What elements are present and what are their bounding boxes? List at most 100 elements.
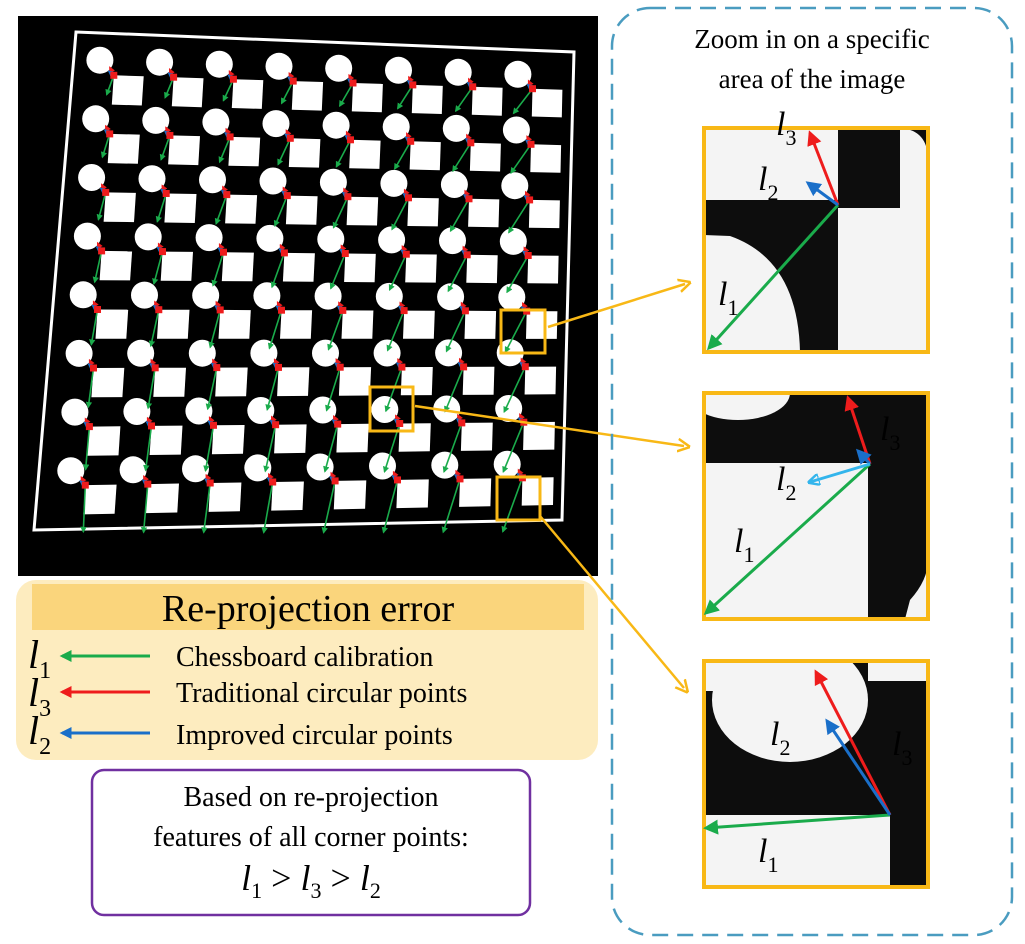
board-square bbox=[274, 424, 307, 454]
board-square bbox=[215, 367, 248, 397]
board-square bbox=[149, 425, 183, 455]
board-circle bbox=[262, 110, 290, 138]
corner-marker bbox=[166, 131, 174, 139]
board-square bbox=[351, 83, 383, 113]
board-square bbox=[171, 77, 204, 108]
green-arrow bbox=[280, 80, 294, 105]
green-arrow bbox=[273, 195, 289, 227]
svg-text:l3: l3 bbox=[892, 726, 912, 770]
board-square bbox=[285, 195, 318, 225]
green-arrow bbox=[265, 367, 280, 412]
board-circle bbox=[192, 281, 220, 309]
zoom1-arrow-l3 bbox=[807, 130, 840, 206]
corner-marker bbox=[90, 364, 97, 372]
board-circle bbox=[86, 46, 114, 74]
legend-title: Re-projection error bbox=[162, 588, 455, 630]
green-arrow bbox=[501, 477, 524, 533]
board-square bbox=[459, 478, 492, 507]
board-square bbox=[83, 484, 117, 515]
green-arrow bbox=[203, 425, 215, 473]
green-arrow bbox=[445, 310, 467, 353]
corner-marker bbox=[396, 420, 404, 427]
board-circle bbox=[378, 226, 406, 254]
board-square bbox=[464, 310, 497, 339]
zoom1-arrow-l2 bbox=[805, 181, 839, 207]
board-circle bbox=[444, 58, 472, 86]
calibration-photo bbox=[18, 16, 598, 576]
svg-text:l2: l2 bbox=[28, 708, 51, 760]
green-arrow bbox=[325, 366, 341, 412]
zoom3-label-l1: l bbox=[758, 833, 767, 870]
board-square bbox=[403, 310, 435, 339]
green-arrow bbox=[504, 310, 528, 354]
board-circle bbox=[322, 111, 350, 139]
corner-marker bbox=[81, 481, 89, 489]
board-circle bbox=[373, 339, 401, 367]
corner-marker bbox=[275, 363, 282, 371]
conclusion-border bbox=[90, 768, 532, 917]
corner-marker bbox=[463, 251, 471, 259]
board-square bbox=[409, 141, 441, 171]
board-square bbox=[282, 252, 315, 282]
corner-marker bbox=[334, 420, 342, 428]
board-square bbox=[157, 309, 190, 339]
green-arrow bbox=[321, 480, 336, 534]
green-arrow bbox=[381, 479, 399, 534]
corner-marker bbox=[269, 478, 277, 486]
conclusion-box: Based on re-projection features of all c… bbox=[90, 768, 532, 917]
board-square bbox=[396, 479, 429, 509]
zoom2-label-l3: l bbox=[880, 411, 889, 448]
corner-marker bbox=[220, 248, 227, 256]
green-arrow bbox=[277, 137, 292, 166]
board-circle bbox=[375, 282, 403, 310]
board-circle bbox=[142, 106, 170, 134]
svg-text:l2: l2 bbox=[770, 716, 790, 760]
board-circle bbox=[498, 283, 526, 311]
board-circle bbox=[205, 50, 233, 78]
zoom-frame-1 bbox=[702, 126, 930, 354]
green-arrow bbox=[452, 142, 472, 173]
corner-marker bbox=[155, 306, 163, 314]
board-square bbox=[107, 133, 140, 164]
corner-marker bbox=[159, 248, 166, 256]
corner-marker bbox=[400, 307, 408, 315]
board-square bbox=[531, 88, 563, 118]
zoom1-label-l2: l bbox=[758, 161, 767, 198]
board-circle bbox=[127, 339, 155, 367]
green-arrow bbox=[96, 192, 107, 221]
board-square bbox=[99, 250, 133, 281]
corner-marker bbox=[341, 250, 349, 257]
green-arrow bbox=[80, 485, 87, 534]
corner-marker bbox=[405, 194, 412, 202]
green-arrow bbox=[384, 366, 403, 413]
board-square bbox=[225, 194, 258, 224]
board-square bbox=[87, 426, 121, 456]
zoom1-label-l1: l bbox=[718, 276, 727, 313]
legend-title-bar bbox=[32, 584, 584, 630]
green-arrow bbox=[323, 423, 339, 473]
board-square bbox=[221, 252, 254, 282]
corner-marker bbox=[347, 136, 354, 144]
svg-text:l3: l3 bbox=[880, 411, 900, 455]
legend-box: Re-projection error l1 Chessboard calibr… bbox=[16, 580, 598, 760]
green-arrow bbox=[441, 478, 461, 534]
board-circle bbox=[259, 167, 287, 195]
corner-marker bbox=[206, 479, 214, 487]
zoom1-arrow-l1 bbox=[706, 203, 840, 351]
green-arrow bbox=[386, 310, 405, 352]
corner-marker bbox=[469, 83, 477, 91]
corner-marker bbox=[331, 477, 339, 485]
corner-marker bbox=[98, 247, 106, 255]
board-circle bbox=[123, 398, 151, 425]
board-square bbox=[524, 366, 557, 395]
board-circle bbox=[439, 227, 466, 255]
conclusion-formula: l1 > l3 > l2 bbox=[241, 858, 381, 903]
corner-marker bbox=[283, 192, 291, 200]
board-square bbox=[95, 309, 129, 339]
green-arrow bbox=[155, 193, 167, 223]
board-circle bbox=[380, 169, 408, 197]
green-arrow bbox=[205, 367, 218, 411]
green-arrow bbox=[444, 366, 465, 413]
zoom3-label-l3: l bbox=[892, 726, 901, 763]
